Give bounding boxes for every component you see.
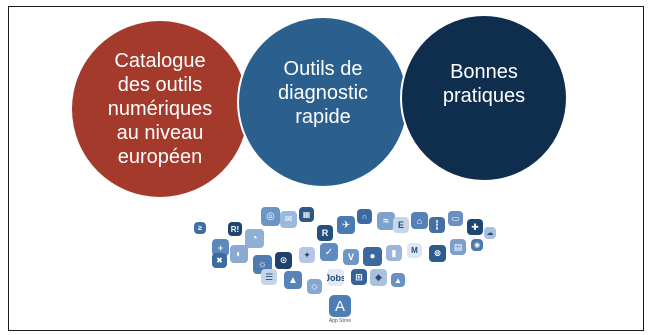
app-icon: V (343, 249, 359, 265)
diagram-frame: Catalogue des outils numériques au nivea… (8, 6, 644, 331)
app-icon: ✓ (320, 243, 338, 261)
app-icon: ◎ (261, 207, 280, 226)
app-icon: Jobs (327, 269, 344, 286)
circle-diagnostic: Outils de diagnostic rapide (237, 16, 409, 188)
app-icon: ☁ (484, 227, 496, 239)
app-icon: ◔ (245, 229, 264, 248)
app-icon: ▤ (450, 239, 466, 255)
app-icon: ▲ (284, 271, 302, 289)
circle-catalogue-label: Catalogue des outils numériques au nivea… (107, 50, 213, 168)
app-icon: R (317, 225, 333, 241)
circle-diagnostic-label: Outils de diagnostic rapide (277, 58, 369, 128)
app-store-label: App Store (328, 318, 352, 324)
app-icon: R! (228, 222, 242, 236)
app-icon: ☰ (261, 269, 277, 285)
app-icon: ▦ (299, 207, 314, 222)
app-icon: ▭ (448, 211, 463, 226)
circle-bonnes-pratiques: Bonnes pratiques (400, 14, 568, 182)
app-icon: ⌂ (411, 212, 428, 229)
app-icon: + (212, 239, 229, 256)
app-icon: ✦ (299, 247, 315, 263)
app-icon: ≥ (194, 222, 206, 234)
app-icon: ◉ (471, 239, 483, 251)
app-icon: ▮ (386, 245, 402, 261)
app-icon: ⊙ (275, 252, 292, 269)
app-icon: ● (363, 247, 382, 266)
app-icon: ◇ (307, 279, 322, 294)
app-icon: ≈ (377, 212, 395, 230)
app-icon: ⊚ (429, 245, 446, 262)
app-icon: ▲ (391, 273, 405, 287)
app-icon: ✚ (467, 219, 483, 235)
app-store-icon: A (329, 295, 351, 317)
app-icon: E (393, 217, 409, 233)
app-icon: M (407, 243, 422, 258)
app-icon: ∩ (357, 209, 372, 224)
circle-bonnes-pratiques-label: Bonnes pratiques (442, 61, 526, 107)
circle-catalogue: Catalogue des outils numériques au nivea… (72, 21, 248, 197)
app-icon: ◐ (230, 245, 248, 263)
app-icon: ┇ (429, 217, 445, 233)
app-icon: ✖ (212, 253, 227, 268)
app-icon: ✈ (337, 216, 355, 234)
app-icon: ◆ (370, 269, 387, 286)
app-icon: ✉ (280, 211, 297, 228)
app-icon: ⊞ (351, 269, 367, 285)
